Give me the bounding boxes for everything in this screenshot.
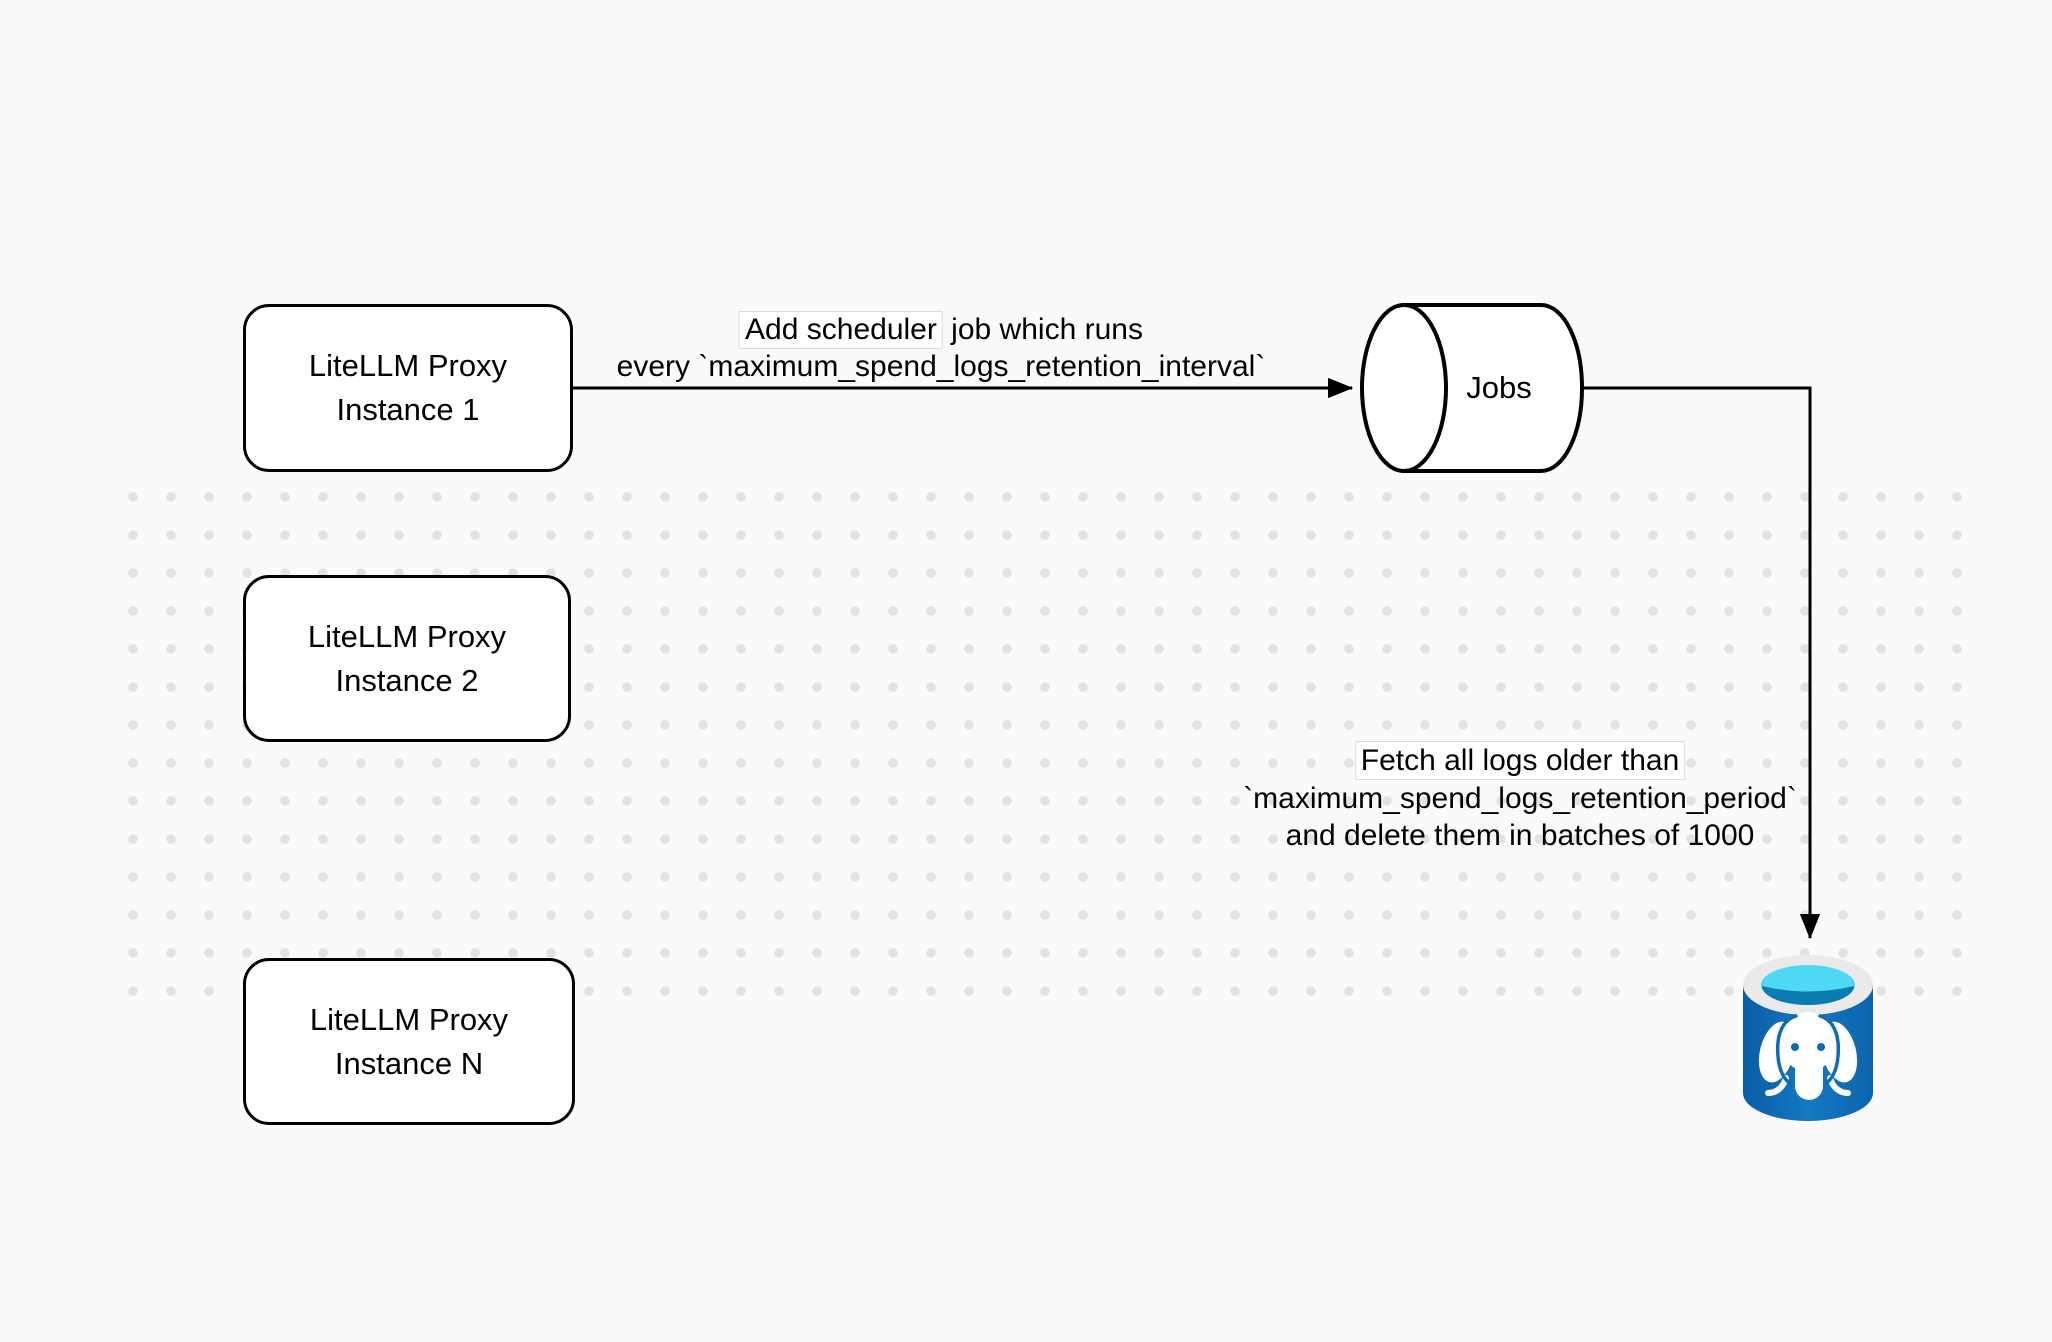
node-label-line: Instance 2 [335,662,479,698]
node-litellm-proxy-instance-1: LiteLLM Proxy Instance 1 [243,304,573,472]
node-label-line: LiteLLM Proxy [307,618,507,654]
edge-label-line: Add scheduler job which runs [617,311,1266,349]
jobs-cylinder-cap [1360,303,1448,473]
edge-label-text: job which runs [942,313,1143,346]
jobs-node-label: Jobs [1466,370,1532,405]
edge-label-fetch-delete: Fetch all logs older than `maximum_spend… [1243,741,1797,854]
edge-label-line: and delete them in batches of 1000 [1285,819,1755,852]
node-label-line: LiteLLM Proxy [308,348,508,383]
edge-label-add-scheduler: Add scheduler job which runs every `maxi… [616,311,1266,385]
postgres-elephant-icon [1758,1012,1858,1100]
postgres-cylinder-water-shadow [1762,986,1854,1005]
jobs-cylinder-body [1402,303,1585,473]
node-litellm-proxy-instance-2: LiteLLM Proxy Instance 2 [243,575,571,742]
node-label-line: Instance N [334,1045,484,1081]
edge-label-highlight: Fetch all logs older than [1354,741,1686,780]
edge-label-line: `maximum_spend_logs_retention_period` [1243,782,1797,815]
edge-label-line: every `maximum_spend_logs_retention_inte… [616,350,1266,383]
edge-label-highlight: Add scheduler [739,311,943,349]
node-label-line: LiteLLM Proxy [309,1001,509,1037]
edge-label-line: Fetch all logs older than [1243,741,1797,780]
node-label-line: Instance 1 [336,392,480,427]
node-litellm-proxy-instance-n: LiteLLM Proxy Instance N [243,958,575,1125]
jobs-cylinder [1360,303,1585,473]
postgresql-database-icon [1743,955,1873,1121]
edge-jobs-to-postgres [1582,386,1821,940]
